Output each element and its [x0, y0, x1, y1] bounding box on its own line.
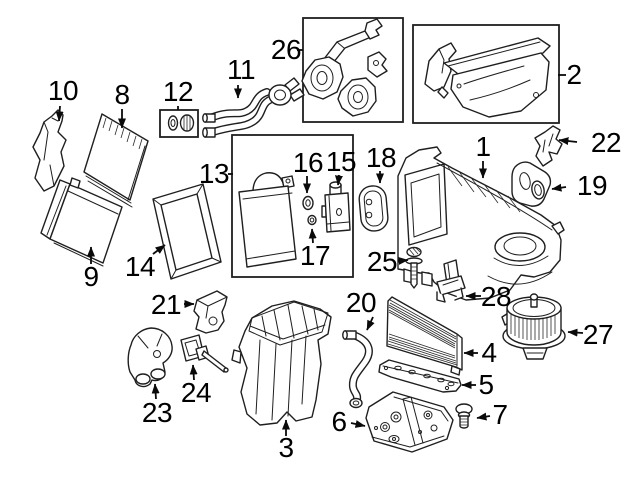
callout-4: 4: [481, 337, 497, 368]
leader-lines: [55, 49, 584, 436]
support-bracket: [436, 259, 466, 303]
callout-28: 28: [480, 281, 512, 312]
filter-frame: [152, 183, 222, 280]
temperature-sensor: [180, 334, 229, 373]
actuator-kit: [301, 18, 388, 117]
callout-13: 13: [198, 158, 230, 189]
lower-cover-plate: [365, 391, 454, 453]
callout-25: 25: [366, 246, 398, 277]
callout-24: 24: [180, 377, 212, 408]
seal-kit: [167, 114, 195, 132]
callout-8: 8: [114, 79, 130, 110]
callout-20: 20: [345, 287, 377, 318]
kit-box-13: [231, 134, 354, 278]
callout-27: 27: [582, 319, 614, 350]
callout-2: 2: [566, 59, 582, 90]
callout-10: 10: [47, 75, 79, 106]
callout-21: 21: [150, 289, 182, 320]
valve-cover: [358, 185, 389, 232]
callout-1: 1: [475, 131, 491, 162]
heater-hose-assembly: [202, 77, 305, 138]
actuator: [127, 327, 173, 388]
callout-9: 9: [83, 261, 99, 292]
kit-box-2: [412, 24, 560, 124]
mount-stud: [455, 403, 473, 429]
callout-11: 11: [226, 54, 256, 85]
callout-16: 16: [292, 147, 324, 178]
kit-box-26: [302, 17, 404, 123]
cabin-air-filter: [386, 296, 463, 376]
callout-6: 6: [331, 406, 347, 437]
case-cover-kit: [424, 37, 551, 118]
mount-bracket: [193, 290, 228, 334]
callout-15: 15: [325, 146, 357, 177]
heater-core: [40, 177, 123, 267]
callout-26: 26: [270, 34, 302, 65]
hvac-case-assembly: [397, 146, 565, 301]
evaporator-kit: [238, 172, 297, 268]
evaporator-core: [83, 113, 149, 208]
o-ring-upper: [302, 195, 314, 211]
side-bracket: [32, 109, 67, 192]
air-distribution-case: [231, 300, 332, 426]
callout-12: 12: [162, 76, 194, 107]
callout-14: 14: [124, 251, 156, 282]
o-ring-lower: [307, 214, 317, 226]
callout-19: 19: [576, 170, 608, 201]
callout-5: 5: [478, 369, 494, 400]
callout-18: 18: [365, 142, 397, 173]
callout-3: 3: [278, 432, 294, 463]
blower-motor: [501, 293, 566, 360]
filter-bracket: [378, 359, 462, 393]
pipe-seal: [511, 161, 552, 207]
callout-22: 22: [590, 127, 622, 158]
callout-23: 23: [141, 397, 173, 428]
kit-box-12: [159, 109, 199, 138]
drain-hose: [342, 330, 373, 409]
expansion-valve: [321, 181, 351, 233]
clip-bracket: [534, 125, 563, 167]
callout-17: 17: [299, 240, 331, 271]
callout-7: 7: [492, 399, 508, 430]
